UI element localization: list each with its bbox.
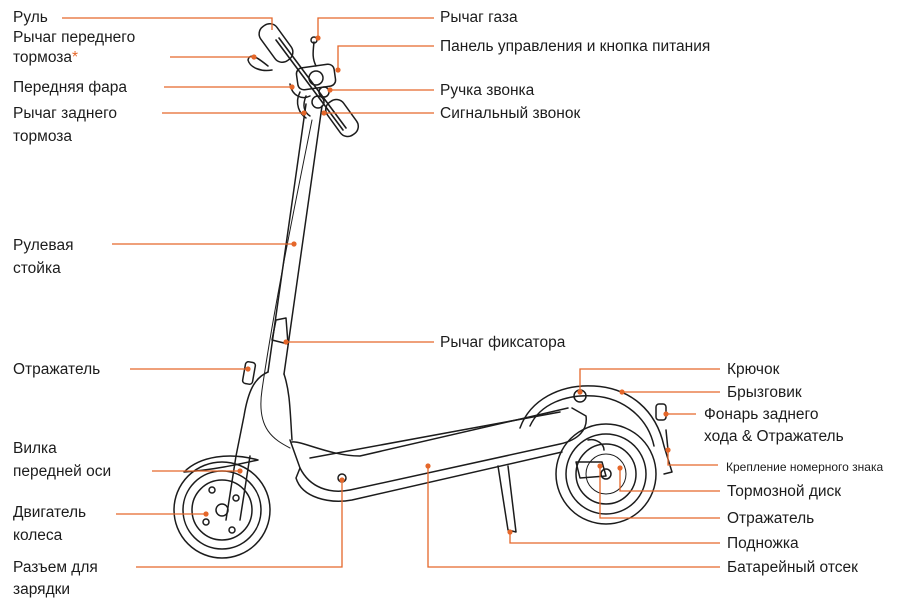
dot-reflector-front xyxy=(245,366,251,372)
label-plate-mount: Крепление номерного знака xyxy=(726,460,884,474)
leader-dots xyxy=(203,35,671,535)
leader-lines xyxy=(62,17,720,568)
label-folding-lever: Рычаг фиксатора xyxy=(440,334,566,351)
kickstand-drawing xyxy=(497,465,517,533)
dot-hook xyxy=(577,389,583,395)
dot-front-fork xyxy=(237,468,243,474)
leader-brake-disc xyxy=(619,468,720,492)
label-mudguard: Брызговик xyxy=(727,384,802,401)
dot-hub-motor xyxy=(203,511,209,517)
label-headlight: Передняя фара xyxy=(13,79,127,96)
handlebar-drawing xyxy=(247,22,360,138)
label-charging-port-line1: Разъем для xyxy=(13,559,98,576)
label-kickstand: Подножка xyxy=(727,535,799,552)
leader-reflector-rear xyxy=(599,466,720,519)
leader-battery xyxy=(427,466,720,568)
label-charging-port-line2: зарядки xyxy=(13,581,71,598)
deck-drawing xyxy=(289,407,587,502)
dot-mudguard xyxy=(619,389,625,395)
dot-plate-mount xyxy=(665,447,671,453)
dot-dashboard xyxy=(335,67,341,73)
dot-charging-port xyxy=(339,477,345,483)
label-reflector-rear: Отражатель xyxy=(727,510,815,527)
label-dashboard: Панель управления и кнопка питания xyxy=(440,38,711,55)
dot-rear-brake-lever xyxy=(301,110,307,116)
label-front-fork-line1: Вилка xyxy=(13,440,57,457)
dot-folding-lever xyxy=(283,339,289,345)
label-brake-disc: Тормозной диск xyxy=(727,483,842,500)
dot-kickstand xyxy=(507,529,513,535)
label-stem-line1: Рулевая xyxy=(13,237,74,254)
steering-stem-drawing xyxy=(235,103,323,457)
label-handlebar: Руль xyxy=(13,9,48,26)
dot-headlight xyxy=(289,84,295,90)
label-front-fork-line2: передней оси xyxy=(13,463,112,480)
leader-handlebar xyxy=(62,17,273,30)
leader-hook xyxy=(579,368,720,390)
dot-front-brake-lever xyxy=(251,54,257,60)
scooter-drawing xyxy=(173,22,673,559)
label-hub-motor-line1: Двигатель xyxy=(13,504,87,521)
label-battery: Батарейный отсек xyxy=(727,559,858,576)
label-tail-light-line1: Фонарь заднего xyxy=(704,406,819,423)
dot-stem xyxy=(291,241,297,247)
label-tail-light-line2: хода & Отражатель xyxy=(704,428,844,445)
leader-throttle xyxy=(317,17,434,36)
leader-charging-port xyxy=(136,482,343,568)
leader-kickstand xyxy=(509,534,720,544)
leader-dashboard xyxy=(337,45,434,68)
dot-bell xyxy=(321,110,327,116)
dot-bell-lever xyxy=(327,87,333,93)
label-bell: Сигнальный звонок xyxy=(440,105,581,122)
label-rear-brake-lever-line2: тормоза xyxy=(13,128,72,145)
dot-brake-disc xyxy=(617,465,623,471)
label-front-brake-lever-text: тормоза xyxy=(13,49,72,66)
label-stem-line2: стойка xyxy=(13,260,61,277)
label-hook: Крючок xyxy=(727,361,780,378)
label-throttle: Рычаг газа xyxy=(440,9,518,26)
dot-battery xyxy=(425,463,431,469)
label-bell-lever: Ручка звонка xyxy=(440,82,535,99)
label-reflector-front: Отражатель xyxy=(13,361,101,378)
leader-plate-mount xyxy=(667,452,718,466)
label-rear-brake-lever-line1: Рычаг заднего xyxy=(13,105,118,122)
label-front-brake-lever-line1: Рычаг переднего xyxy=(13,29,136,46)
dot-reflector-rear xyxy=(597,463,603,469)
label-front-brake-asterisk: * xyxy=(72,49,79,66)
rear-wheel-drawing xyxy=(519,385,673,525)
label-hub-motor-line2: колеса xyxy=(13,527,63,544)
dot-tail-light xyxy=(663,411,669,417)
dot-throttle xyxy=(315,35,321,41)
label-front-brake-lever-line2: тормоза* xyxy=(13,48,78,67)
